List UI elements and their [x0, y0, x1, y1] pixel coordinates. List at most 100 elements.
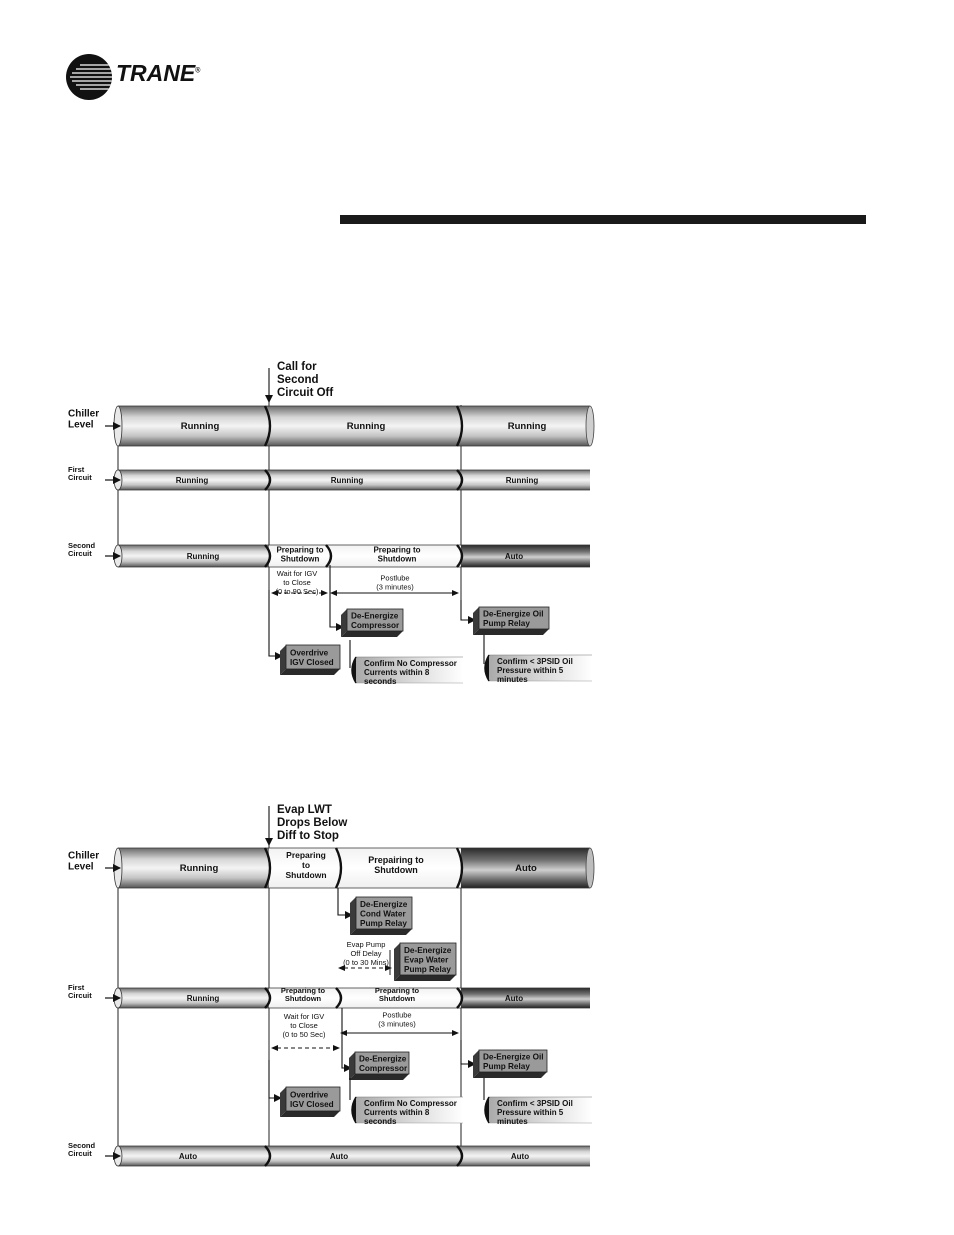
- d2-chiller-pipe-auto: [461, 847, 590, 889]
- svg-text:Pressure within 5: Pressure within 5: [497, 1108, 564, 1117]
- d2-chiller-pipe-run: [118, 847, 269, 889]
- svg-text:seconds: seconds: [364, 1117, 397, 1126]
- svg-text:De-Energize: De-Energize: [404, 946, 452, 955]
- svg-text:Overdrive: Overdrive: [290, 1091, 329, 1100]
- d2-second-state-2: Auto: [330, 1152, 348, 1161]
- trane-logo-mark: [66, 54, 112, 100]
- d1-wait-arrow: [271, 590, 328, 596]
- d1-second-pipe-auto: [461, 544, 590, 568]
- d2-connector-cond: [337, 888, 353, 919]
- svg-text:Pump Relay: Pump Relay: [483, 1062, 530, 1071]
- d2-chiller-end: [585, 847, 595, 889]
- svg-text:Pressure within 5: Pressure within 5: [497, 666, 564, 675]
- d1-chiller-pipe: [118, 405, 590, 447]
- d2-second-pipe: [118, 1145, 590, 1167]
- d1-first-joint-2: [456, 469, 464, 491]
- d1-first-state-2: Running: [331, 476, 364, 485]
- d1-second-joint-2: [325, 544, 333, 568]
- trane-logo: TRANE®: [66, 52, 216, 102]
- d1-connector-comp: [329, 565, 344, 631]
- d1-second-pipe-run: [118, 544, 269, 568]
- d2-postlube-arrow: [340, 1030, 459, 1036]
- svg-text:Pump Relay: Pump Relay: [360, 919, 407, 928]
- svg-text:Evap Water: Evap Water: [404, 955, 449, 964]
- d1-chiller-state-3: Running: [508, 421, 547, 432]
- d1-first-pipe: [118, 469, 590, 491]
- d1-second-pipe-prep: [269, 544, 461, 568]
- d2-second-joint-1: [264, 1145, 272, 1167]
- svg-text:De-Energize: De-Energize: [360, 900, 408, 909]
- svg-text:minutes: minutes: [497, 1117, 528, 1126]
- d1-second-state-1: Running: [187, 552, 220, 561]
- d1-postlube-label: Postlube(3 minutes): [376, 574, 414, 592]
- d1-first-joint-1: [264, 469, 272, 491]
- d2-connector-overdrive: [268, 1060, 282, 1102]
- svg-text:De-Energize Oil: De-Energize Oil: [483, 610, 544, 619]
- svg-text:Confirm < 3PSID Oil: Confirm < 3PSID Oil: [497, 1099, 573, 1108]
- d1-postlube-arrow: [330, 590, 459, 596]
- d2-first-state-4: Auto: [505, 994, 523, 1003]
- svg-text:Cond Water: Cond Water: [360, 909, 406, 918]
- svg-text:Pump Relay: Pump Relay: [404, 965, 451, 974]
- d1-chiller-end: [585, 405, 595, 447]
- svg-text:IGV Closed: IGV Closed: [290, 658, 334, 667]
- d2-evap-delay-arrow: [338, 965, 392, 971]
- d1-second-state-4: Auto: [505, 552, 523, 561]
- d1-first-state-3: Running: [506, 476, 539, 485]
- d1-chiller-state-2: Running: [347, 421, 386, 432]
- d2-connector-comp: [341, 1008, 352, 1072]
- d2-wait-arrow: [271, 1045, 340, 1051]
- d2-connector-oil: [460, 1040, 476, 1068]
- brand-name: TRANE: [116, 60, 196, 86]
- d1-second-joint-3: [456, 544, 464, 568]
- d2-chiller-joint-2: [334, 847, 343, 889]
- d2-first-pipe-run: [118, 987, 269, 1009]
- d2-first-joint-3: [456, 987, 464, 1009]
- svg-text:Compressor: Compressor: [351, 621, 400, 630]
- svg-text:minutes: minutes: [497, 675, 528, 684]
- svg-text:seconds: seconds: [364, 677, 397, 686]
- d2-chiller-joint-1: [263, 847, 272, 889]
- d2-second-state-1: Auto: [179, 1152, 197, 1161]
- d2-chiller-state-4: Auto: [515, 863, 537, 874]
- d2-first-joint-1: [264, 987, 272, 1009]
- d2-second-state-3: Auto: [511, 1152, 529, 1161]
- d2-first-state-1: Running: [187, 994, 220, 1003]
- svg-text:IGV Closed: IGV Closed: [290, 1100, 334, 1109]
- svg-text:Overdrive: Overdrive: [290, 649, 329, 658]
- d1-first-state-1: Running: [176, 476, 209, 485]
- d2-first-joint-2: [335, 987, 343, 1009]
- d2-first-pipe-auto: [461, 987, 590, 1009]
- d1-second-joint-1: [264, 544, 272, 568]
- d2-chiller-pipe-prep: [269, 847, 461, 889]
- registered-mark: ®: [195, 67, 201, 75]
